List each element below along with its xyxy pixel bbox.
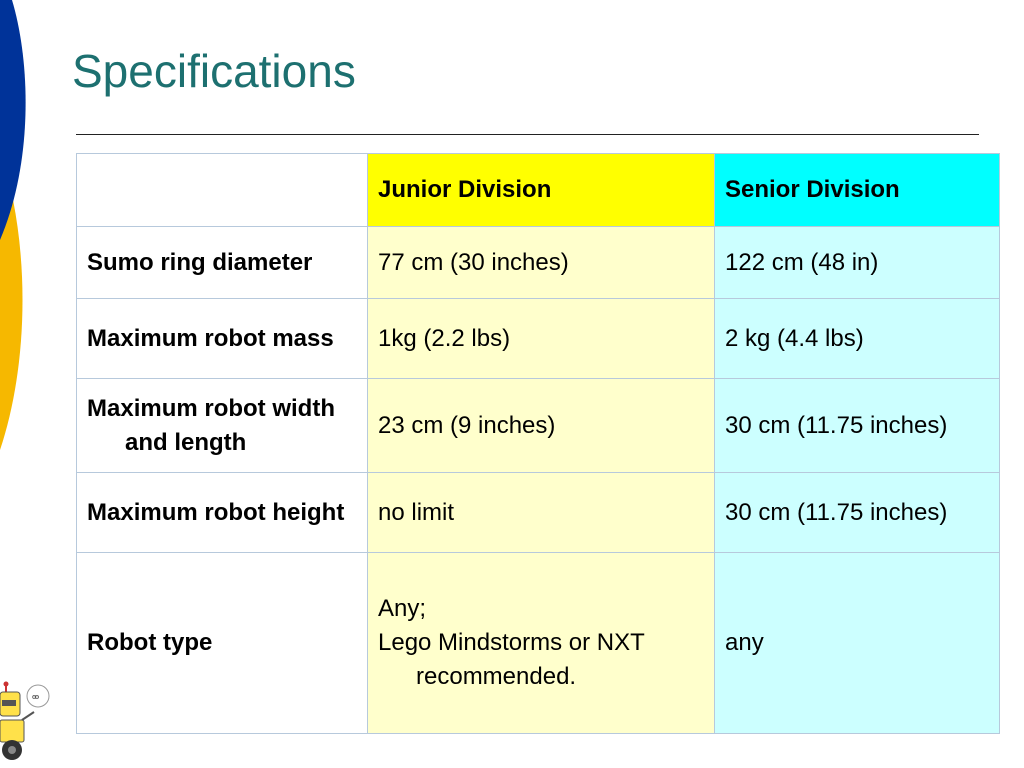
- junior-value: no limit: [367, 472, 715, 553]
- senior-value: any: [714, 552, 1000, 734]
- slide-title: Specifications: [72, 45, 356, 97]
- row-label: Maximum robot width and length: [76, 378, 368, 473]
- header-senior-division: Senior Division: [714, 153, 1000, 227]
- table-row: Maximum robot height no limit 30 cm (11.…: [76, 472, 1000, 553]
- title-divider: [76, 134, 979, 135]
- row-label: Sumo ring diameter: [76, 226, 368, 299]
- junior-value: 23 cm (9 inches): [367, 378, 715, 473]
- row-label: Maximum robot height: [76, 472, 368, 553]
- row-label: Maximum robot mass: [76, 298, 368, 379]
- table-row: Sumo ring diameter 77 cm (30 inches) 122…: [76, 226, 1000, 299]
- senior-value: 2 kg (4.4 lbs): [714, 298, 1000, 379]
- junior-value: 77 cm (30 inches): [367, 226, 715, 299]
- junior-value: Any; Lego Mindstorms or NXT recommended.: [367, 552, 715, 734]
- senior-value: 30 cm (11.75 inches): [714, 472, 1000, 553]
- table-header-row: Junior Division Senior Division: [76, 153, 1000, 227]
- header-blank-cell: [76, 153, 368, 227]
- specifications-table: Junior Division Senior Division Sumo rin…: [76, 153, 1000, 734]
- table-row: Robot type Any; Lego Mindstorms or NXT r…: [76, 552, 1000, 734]
- junior-value-line: Any;: [378, 595, 427, 622]
- senior-value: 122 cm (48 in): [714, 226, 1000, 299]
- header-junior-division: Junior Division: [367, 153, 715, 227]
- row-label: Robot type: [76, 552, 368, 734]
- table-row: Maximum robot mass 1kg (2.2 lbs) 2 kg (4…: [76, 298, 1000, 379]
- junior-value: 1kg (2.2 lbs): [367, 298, 715, 379]
- table-row: Maximum robot width and length 23 cm (9 …: [76, 378, 1000, 473]
- left-arc-decoration: [0, 0, 26, 450]
- svg-text:ꙭ: ꙭ: [32, 693, 39, 701]
- robot-mascot-icon: ꙭ: [0, 681, 50, 760]
- senior-value: 30 cm (11.75 inches): [714, 378, 1000, 473]
- junior-value-line: Lego Mindstorms or NXT recommended.: [378, 629, 645, 690]
